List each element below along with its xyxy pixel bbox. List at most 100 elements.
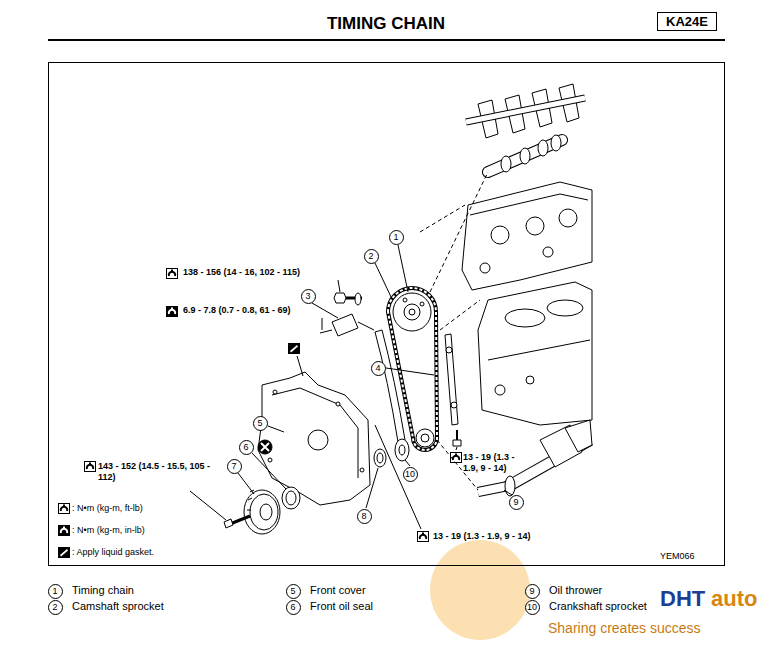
cylinder-head <box>491 226 509 244</box>
leader-line <box>190 245 512 529</box>
front-cover <box>272 388 358 478</box>
camshaft-sprocket <box>404 304 420 320</box>
front-cover <box>258 372 370 505</box>
torque-spec: 143 - 152 (14.5 - 15.5, 105 - 112) <box>98 461 216 483</box>
oil-pump-drive-spacer <box>374 449 386 467</box>
front-cover <box>258 372 370 505</box>
callout-number: 6 <box>239 440 254 455</box>
part-name: Front cover <box>310 584 366 597</box>
cylinder-head <box>462 182 592 290</box>
cylinder-head <box>543 247 553 257</box>
watermark: DHT <box>660 586 705 612</box>
camshaft-sprocket <box>393 293 431 331</box>
crankshaft-pulley <box>244 490 280 534</box>
callout-number: 2 <box>48 600 63 615</box>
leader-line <box>190 491 226 520</box>
page-rule <box>48 40 725 41</box>
oil-pump-drive-spacer <box>374 449 386 467</box>
chain-tension-guide <box>375 330 405 442</box>
cylinder-head <box>526 217 544 235</box>
camshaft <box>501 156 511 172</box>
front-cover <box>273 390 277 394</box>
part-name: Camshaft sprocket <box>72 600 164 613</box>
figure-code: YEM066 <box>660 551 695 562</box>
cylinder-head <box>462 182 592 290</box>
part-name: Crankshaft sprocket <box>549 600 647 613</box>
rocker-shaft <box>466 98 585 122</box>
crankshaft-sprocket <box>421 434 429 442</box>
front-cover <box>268 458 272 462</box>
oil-pump-drive-spacer <box>377 453 383 463</box>
callout-number: 9 <box>509 495 524 510</box>
crankshaft-pulley-bolt <box>230 516 250 524</box>
callout-number: 5 <box>253 416 268 431</box>
crankshaft-sprocket <box>416 429 434 447</box>
legend-entry: : N•m (kg-m, in-lb) <box>72 525 145 536</box>
crankshaft <box>478 486 508 492</box>
cylinder-head <box>559 209 577 227</box>
leader-line <box>405 460 410 466</box>
watermark: Sharing creates success <box>548 620 701 637</box>
torque-spec: 13 - 19 (1.3 - 1.9, 9 - 14) <box>433 531 535 542</box>
part-name: Timing chain <box>72 584 134 597</box>
watermark-circle <box>430 540 530 640</box>
assembly-dashed-line <box>440 300 480 330</box>
cylinder-block <box>547 300 583 316</box>
camshaft-sprocket-bolt <box>334 293 346 303</box>
chain-slack-guide <box>451 402 457 408</box>
camshaft-sprocket <box>420 302 424 306</box>
front-cover <box>336 402 340 406</box>
callout-number: 1 <box>389 230 404 245</box>
callout-number: 8 <box>357 509 372 524</box>
leader-line <box>375 425 421 529</box>
camshaft-sprocket-bolt <box>334 293 362 305</box>
crankshaft-pulley <box>250 494 278 530</box>
camshaft <box>520 148 530 164</box>
assembly-dashed-line <box>430 172 488 292</box>
watermark: auto <box>711 586 757 612</box>
front-oil-seal <box>286 491 296 505</box>
guide-bolt <box>453 440 461 446</box>
liquid-gasket-symbol <box>58 547 70 558</box>
chain-slack-guide <box>445 334 458 425</box>
replace-symbol <box>258 440 272 454</box>
part-name: Oil thrower <box>549 584 602 597</box>
callout-number: 9 <box>525 584 540 599</box>
chain-slack-guide <box>446 347 452 353</box>
replace-symbol <box>261 443 269 451</box>
crankshaft <box>478 486 508 492</box>
engine-code-box: KA24E <box>657 12 717 31</box>
chain-tension-guide <box>375 330 405 442</box>
assembly-dashed-line <box>420 205 465 232</box>
callout-number: 7 <box>227 459 242 474</box>
leader-line <box>504 490 512 495</box>
torque-symbol <box>59 269 462 542</box>
torque-in-lb-symbol <box>58 525 70 536</box>
chain-tensioner <box>320 314 374 336</box>
rocker-shaft <box>466 98 585 122</box>
leader-line <box>338 280 340 292</box>
leader-line <box>268 426 284 432</box>
cylinder-block <box>495 385 505 395</box>
guide-bolt <box>456 430 458 440</box>
cylinder-block <box>478 282 592 425</box>
legend-text: : Apply liquid gasket. <box>72 547 154 557</box>
part-name: Front oil seal <box>310 600 373 613</box>
front-cover <box>308 430 328 450</box>
crankshaft-sprocket <box>416 429 434 447</box>
chain-tensioner <box>358 322 374 330</box>
torque-symbol <box>167 269 178 279</box>
leader-line <box>238 473 254 494</box>
camshaft-sprocket <box>403 298 407 302</box>
front-oil-seal <box>282 487 300 509</box>
camshaft-sprocket-bolt <box>355 293 361 305</box>
cylinder-head <box>480 263 490 273</box>
camshaft <box>551 135 561 151</box>
crankshaft-pulley-bolt <box>224 516 250 528</box>
figure-frame <box>49 63 725 566</box>
camshaft <box>488 135 562 172</box>
chain-slack-guide <box>445 334 458 425</box>
leader-line <box>386 368 434 375</box>
camshaft-sprocket <box>409 309 415 315</box>
callout-number: 6 <box>286 600 301 615</box>
